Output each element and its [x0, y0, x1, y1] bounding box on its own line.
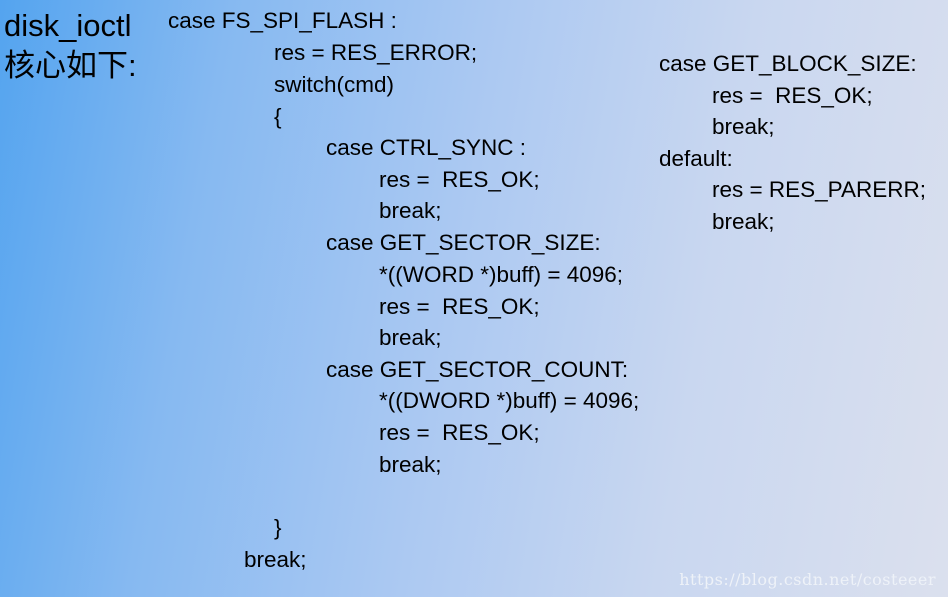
code-line: case FS_SPI_FLASH : [168, 8, 397, 33]
code-line: *((DWORD *)buff) = 4096; [379, 388, 640, 413]
code-line: res = RES_ERROR; [274, 40, 478, 65]
code-line: res = RES_OK; [379, 294, 540, 319]
code-line: break; [379, 198, 442, 223]
code-line: case GET_SECTOR_COUNT: [326, 357, 629, 382]
watermark: https://blog.csdn.net/costeeer [679, 570, 936, 589]
code-line: case CTRL_SYNC : [326, 135, 527, 160]
code-line: case GET_SECTOR_SIZE: [326, 230, 601, 255]
code-line: { [274, 104, 282, 129]
title-subtitle: 核心如下: [4, 48, 137, 83]
code-line: res = RES_OK; [379, 420, 540, 445]
code-line: *((WORD *)buff) = 4096; [379, 262, 624, 287]
code-line: break; [379, 452, 442, 477]
code-line: switch(cmd) [274, 72, 395, 97]
code-line: res = RES_OK; [379, 167, 540, 192]
code-line: break; [712, 114, 775, 139]
code-line: break; [244, 547, 307, 572]
slide-title: disk_ioctl 核心如下: [4, 6, 137, 86]
code-line: default: [659, 146, 733, 171]
code-line: res = RES_OK; [712, 83, 873, 108]
code-line: break; [379, 325, 442, 350]
code-line: break; [712, 209, 775, 234]
code-line: } [274, 515, 282, 540]
title-function-name: disk_ioctl [4, 8, 132, 43]
code-line: res = RES_PARERR; [712, 177, 927, 202]
code-line: case GET_BLOCK_SIZE: [659, 51, 917, 76]
